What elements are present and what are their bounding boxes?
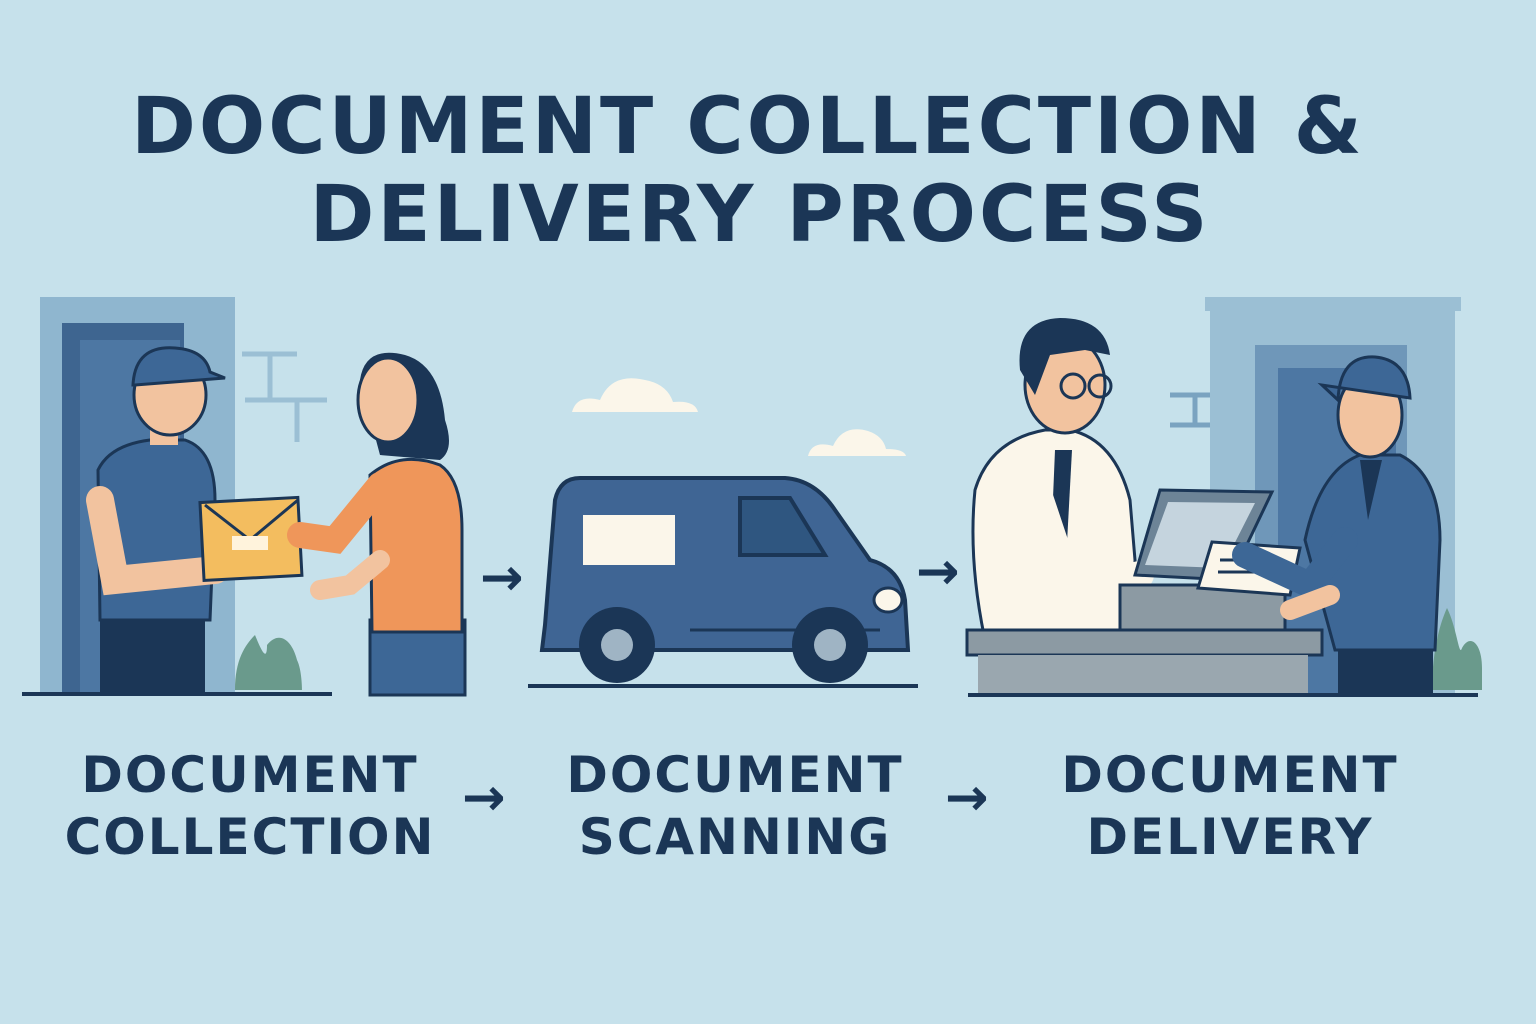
flow-arrow-icon: → xyxy=(480,548,524,608)
step-scanning-label: DOCUMENT SCANNING xyxy=(525,744,945,868)
step-arrow-icon: → xyxy=(945,768,989,828)
cap-icon xyxy=(131,346,226,387)
clerk-figure xyxy=(971,318,1154,642)
plant-icon xyxy=(235,635,302,690)
step-collection-label: DOCUMENT COLLECTION xyxy=(40,744,460,868)
van-label-panel xyxy=(583,515,675,565)
glasses-icon xyxy=(1059,372,1087,400)
step-label-line: DOCUMENT xyxy=(1061,746,1399,804)
counter xyxy=(965,628,1324,657)
headlight xyxy=(872,586,904,614)
cap-icon xyxy=(1317,355,1412,404)
customer-figure xyxy=(287,352,467,697)
recipient-figure xyxy=(1232,355,1442,695)
cloud-icon xyxy=(808,429,906,456)
step-label-line: DOCUMENT xyxy=(81,746,419,804)
flow-arrow-icon: → xyxy=(916,542,960,602)
step-delivery-label: DOCUMENT DELIVERY xyxy=(1020,744,1440,868)
wall-pipes xyxy=(242,351,327,442)
title-line-1: DOCUMENT COLLECTION & xyxy=(131,82,1365,172)
step-arrow-icon: → xyxy=(462,768,506,828)
cloud-icon xyxy=(572,378,698,412)
courier-figure xyxy=(86,346,229,695)
plant-icon xyxy=(1432,608,1482,690)
envelope-icon xyxy=(198,495,304,583)
step-label-line: DOCUMENT xyxy=(566,746,904,804)
collection-scene xyxy=(22,297,467,697)
scanning-delivery-scene xyxy=(965,297,1482,697)
title-line-2: DELIVERY PROCESS xyxy=(309,170,1211,260)
step-label-line: COLLECTION xyxy=(64,808,436,866)
transport-scene xyxy=(528,378,918,688)
step-label-line: DELIVERY xyxy=(1086,808,1374,866)
step-label-line: SCANNING xyxy=(578,808,892,866)
van-window xyxy=(738,496,829,557)
